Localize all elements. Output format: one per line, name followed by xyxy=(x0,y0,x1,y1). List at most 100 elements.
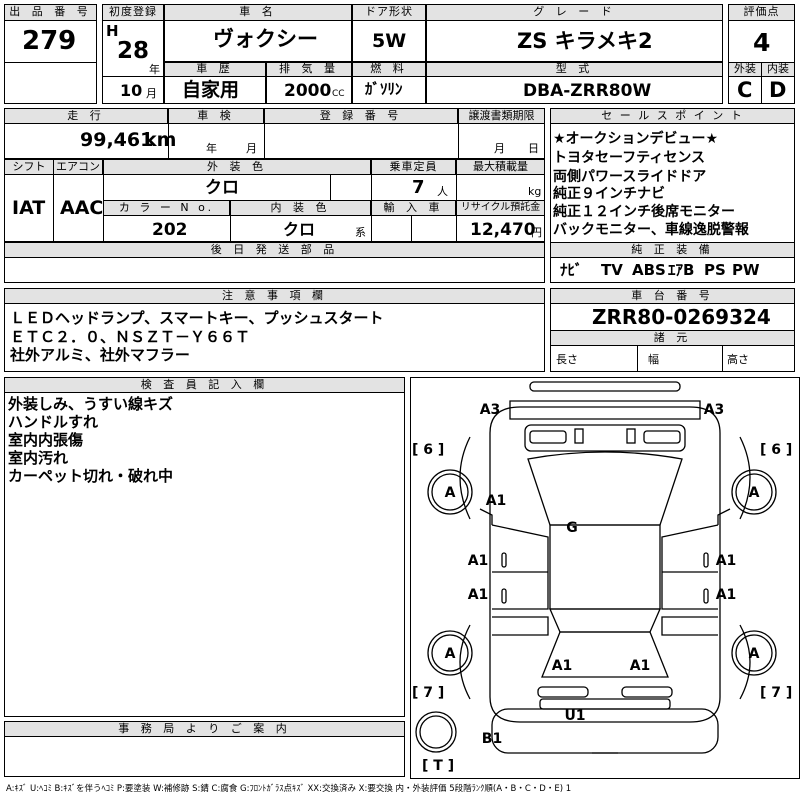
max-load-unit: kg xyxy=(528,185,542,198)
overall-score: 4 xyxy=(753,28,771,57)
damage-mark: A1 xyxy=(716,587,737,603)
damage-mark: A xyxy=(445,646,456,662)
model-code: DBA-ZRR80W xyxy=(523,81,652,101)
damage-mark: A xyxy=(445,485,456,501)
office-label: 事 務 局 よ り ご 案 内 xyxy=(4,721,405,737)
damage-mark: B1 xyxy=(482,731,502,747)
interior-label: 内装 xyxy=(761,62,795,77)
sales-point-line: 両側パワースライドドア xyxy=(553,169,707,185)
equipment-item: ｴｱB xyxy=(668,261,695,279)
inspection-year-unit: 年 xyxy=(206,142,217,155)
displacement-label: 排 気 量 xyxy=(266,62,352,77)
damage-mark: A1 xyxy=(552,658,573,674)
inspection-month-unit: 月 xyxy=(246,142,257,155)
inspector-box xyxy=(4,377,405,717)
lot-number: 279 xyxy=(22,26,77,56)
tire-tread-label: [ 6 ] xyxy=(760,442,792,458)
equipment-item: ABS xyxy=(632,261,666,279)
history: 自家用 xyxy=(182,79,240,101)
width-label: 幅 xyxy=(648,353,659,366)
era-mark: H xyxy=(106,22,119,40)
chassis-number: ZRR80-0269324 xyxy=(592,305,771,329)
tire-rear-left xyxy=(427,630,473,676)
shift-label: シフト xyxy=(4,159,54,175)
recycle-unit: 円 xyxy=(531,226,542,239)
interior-color-unit: 系 xyxy=(355,226,366,239)
tire-tread-label: [ 7 ] xyxy=(412,685,444,701)
tire-front-left xyxy=(427,469,473,515)
score-label: 評価点 xyxy=(728,4,795,21)
windshield xyxy=(527,451,683,526)
displacement-unit: CC xyxy=(332,89,345,99)
mileage-unit: km xyxy=(144,129,177,151)
damage-mark: A1 xyxy=(630,658,651,674)
damage-mark: A3 xyxy=(480,402,501,418)
damage-mark: U1 xyxy=(564,708,585,724)
exterior-color-label: 外 装 色 xyxy=(103,159,371,175)
sales-point-line: バックモニター、車線逸脱警報 xyxy=(553,222,749,238)
damage-mark: A1 xyxy=(468,587,489,603)
registration-year: 28 xyxy=(117,38,150,64)
dimensions-label: 諸 元 xyxy=(550,330,795,346)
tire-tread-label: [ 7 ] xyxy=(760,685,792,701)
transfer-day-unit: 日 xyxy=(528,142,539,155)
registration-month: 10 xyxy=(120,81,143,100)
capacity-unit: 人 xyxy=(437,185,448,198)
ac-label: エアコン xyxy=(53,159,103,175)
inspection-label: 車 検 xyxy=(168,108,264,124)
inspector-line: ハンドルすれ xyxy=(8,413,99,431)
later-parts-label: 後 日 発 送 部 品 xyxy=(4,242,545,258)
import-label: 輸 入 車 xyxy=(371,200,456,216)
notes-label: 注 意 事 項 欄 xyxy=(4,288,545,304)
inspector-label: 検 査 員 記 入 欄 xyxy=(4,377,405,393)
mileage-label: 走 行 xyxy=(4,108,168,124)
sales-points-label: セ ー ル ス ポ イ ン ト xyxy=(550,108,795,124)
equipment-item: PW xyxy=(732,261,760,279)
interior-grade: D xyxy=(769,78,787,102)
first-registration-label: 初度登録 xyxy=(102,4,164,21)
model-label: 型 式 xyxy=(426,62,723,77)
tire-tread-label: [ 6 ] xyxy=(412,442,444,458)
max-load-label: 最大積載量 xyxy=(456,159,545,175)
car-damage-diagram: A3 A3 A1 A1 A1 A1 A1 A1 G A A A A A1 U1 … xyxy=(410,377,800,779)
height-label: 高さ xyxy=(727,353,749,366)
damage-mark: A1 xyxy=(716,553,737,569)
sales-point-line: トヨタセーフティセンス xyxy=(553,150,706,166)
damage-mark: A1 xyxy=(468,553,489,569)
transfer-month-unit: 月 xyxy=(494,142,505,155)
note-line: ＬＥＤヘッドランプ、スマートキー、プッシュスタート xyxy=(10,309,384,327)
car-body-outline xyxy=(489,406,721,723)
inspector-line: 室内内張傷 xyxy=(8,431,84,449)
chassis-label: 車 台 番 号 xyxy=(550,288,795,304)
damage-mark: A3 xyxy=(704,402,725,418)
note-line: 社外アルミ、社外マフラー xyxy=(10,346,190,364)
equipment-item: ﾅﾋﾞ xyxy=(560,261,583,279)
color-number: 202 xyxy=(152,220,188,240)
spare-tire xyxy=(415,711,457,753)
door-type: 5W xyxy=(372,30,407,52)
interior-color-label: 内 装 色 xyxy=(230,200,371,216)
grade-label: グ レ ー ド xyxy=(426,4,723,21)
damage-mark: G xyxy=(566,520,578,536)
exterior-label: 外装 xyxy=(728,62,762,77)
history-label: 車 歴 xyxy=(164,62,266,77)
front-bumper xyxy=(529,381,681,392)
exterior-color: クロ xyxy=(205,178,239,198)
transfer-deadline-label: 譲渡書類期限 xyxy=(458,108,545,124)
note-line: ＥＴＣ２．０、ＮＳＺＴ－Ｙ６６Ｔ xyxy=(10,328,251,346)
equipment-item: PS xyxy=(704,261,726,279)
capacity: 7 xyxy=(412,177,425,198)
car-name-label: 車 名 xyxy=(164,4,352,21)
month-unit: 月 xyxy=(146,87,157,100)
sales-point-line: 純正１２インチ後席モニター xyxy=(553,204,735,220)
damage-mark: A xyxy=(749,646,760,662)
fuel-label: 燃 料 xyxy=(352,62,426,77)
door-label: ドア形状 xyxy=(352,4,426,21)
exterior-grade: C xyxy=(737,78,753,102)
equipment-item: TV xyxy=(601,261,623,279)
equipment-label: 純 正 装 備 xyxy=(550,242,795,258)
tire-rear-right xyxy=(731,630,777,676)
capacity-label: 乗車定員 xyxy=(371,159,456,175)
damage-mark: A1 xyxy=(486,493,507,509)
air-conditioner: AAC xyxy=(60,197,104,219)
